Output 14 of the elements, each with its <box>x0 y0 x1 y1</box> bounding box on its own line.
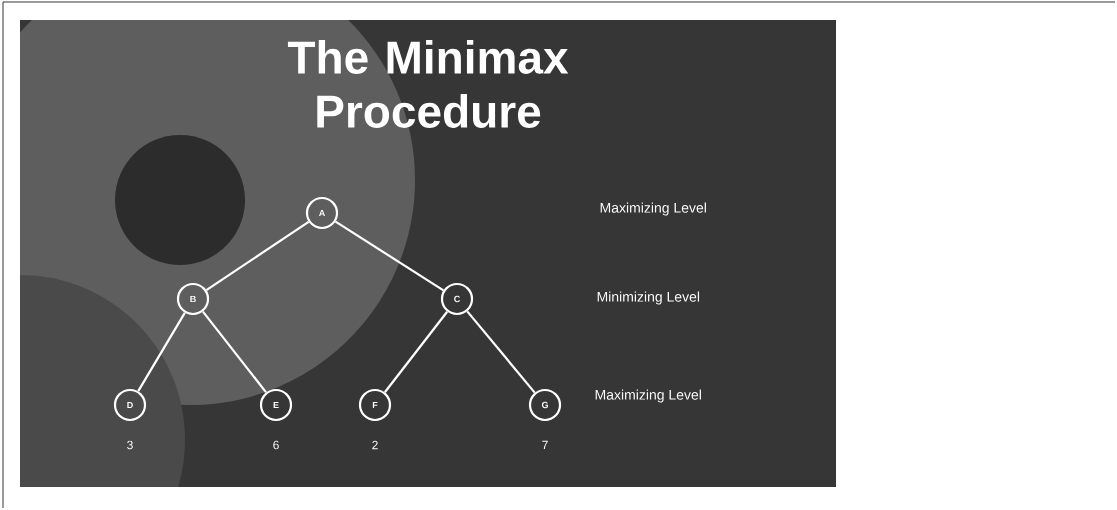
level-label: Maximizing Level <box>600 202 706 216</box>
leaf-value: 6 <box>273 440 279 450</box>
slide-title: The Minimax Procedure <box>287 40 569 128</box>
tree-branch <box>205 221 310 291</box>
level-label: Minimizing Level <box>597 291 700 305</box>
leaf-value: 2 <box>372 440 378 450</box>
tree-branch <box>335 220 445 292</box>
leaf-value: 3 <box>127 440 133 450</box>
level-label: Maximizing Level <box>595 389 701 403</box>
tree-branch <box>466 310 536 394</box>
tree-branch <box>137 312 186 392</box>
leaf-value: 7 <box>542 440 548 450</box>
tree-branch <box>202 311 267 393</box>
tree-branch <box>384 311 449 393</box>
